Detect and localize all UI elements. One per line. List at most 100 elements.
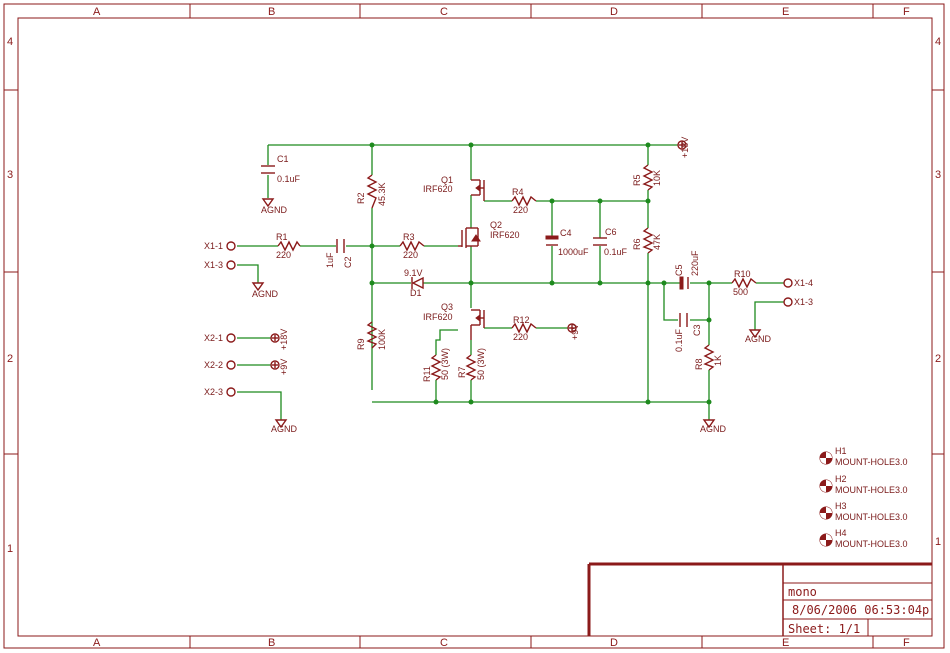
q1-value: IRF620 — [423, 184, 453, 194]
supply-9v-label: +9V — [570, 324, 580, 340]
r3-name: R3 — [403, 232, 415, 242]
r11-name: R11 — [422, 366, 432, 382]
c4-name: C4 — [560, 228, 572, 238]
junction-dot — [706, 280, 712, 286]
supply-9v-x2: +9V — [270, 359, 289, 375]
grid-row-2: 2 — [7, 353, 13, 365]
supply-18v-x2-label: +18V — [279, 329, 289, 350]
c5-name: C5 — [674, 264, 684, 276]
grid-row-4-right: 4 — [935, 36, 941, 48]
junction-dot — [645, 280, 651, 286]
q3-name: Q3 — [441, 302, 453, 312]
r7-value: 50 (3W) — [476, 348, 486, 380]
agnd-x1: AGND — [251, 282, 279, 299]
agnd-label: AGND — [252, 289, 279, 299]
agnd-label: AGND — [745, 334, 772, 344]
agnd-c1: AGND — [261, 198, 288, 215]
q1-name: Q1 — [441, 175, 453, 185]
resistor-r1: R1 220 — [276, 232, 301, 260]
junction-dot — [706, 317, 712, 323]
grid-col-b-bottom: B — [268, 637, 275, 649]
r9-value: 100K — [377, 329, 387, 350]
title-block: mono 8/06/2006 06:53:04p Sheet: 1/1 — [587, 562, 932, 636]
r9-name: R9 — [356, 338, 366, 350]
x1-1-label: X1-1 — [204, 241, 223, 251]
x1-4-label: X1-4 — [794, 278, 813, 288]
resistor-r5: R5 10K — [632, 164, 662, 191]
c3-value: 0.1uF — [674, 328, 684, 352]
x2-2-label: X2-2 — [204, 360, 223, 370]
h3-name: H3 — [835, 501, 847, 511]
junction-dot — [645, 399, 651, 405]
capacitor-c6: C6 0.1uF — [593, 227, 628, 257]
mount-hole-h3: H3 MOUNT-HOLE3.0 — [819, 501, 908, 522]
resistor-r10: R10 500 — [731, 269, 757, 297]
grid-col-e: E — [782, 6, 789, 18]
r1-value: 220 — [276, 250, 291, 260]
connector-x2-1: X2-1 — [204, 333, 236, 343]
r12-value: 220 — [513, 332, 528, 342]
junction-dot — [468, 142, 474, 148]
r6-name: R6 — [632, 238, 642, 250]
grid-col-f: F — [903, 6, 910, 18]
h2-name: H2 — [835, 474, 847, 484]
mosfet-q2: Q2 IRF620 — [458, 220, 520, 248]
mosfet-q3: Q3 IRF620 — [423, 302, 485, 340]
connector-x2-3: X2-3 — [204, 387, 236, 397]
junction-dot — [369, 243, 375, 249]
resistor-r11: R11 50 (3W) — [422, 348, 450, 382]
r10-value: 500 — [733, 287, 748, 297]
r10-name: R10 — [734, 269, 751, 279]
junction-dot — [706, 399, 712, 405]
grid-col-d: D — [610, 6, 618, 18]
resistor-r7: R7 50 (3W) — [457, 348, 486, 381]
q2-name: Q2 — [490, 220, 502, 230]
h1-name: H1 — [835, 446, 847, 456]
junction-dot — [645, 142, 651, 148]
grid-col-a: A — [93, 6, 101, 18]
grid-row-3-right: 3 — [935, 169, 941, 181]
q3-value: IRF620 — [423, 312, 453, 322]
r12-name: R12 — [513, 315, 530, 325]
mount-hole-h2: H2 MOUNT-HOLE3.0 — [819, 474, 908, 495]
connector-x1-3: X1-3 — [204, 260, 236, 270]
c4-value: 1000uF — [558, 247, 589, 257]
h2-value: MOUNT-HOLE3.0 — [835, 485, 908, 495]
grid-col-c-bottom: C — [440, 637, 448, 649]
grid-col-b: B — [268, 6, 275, 18]
agnd-output: AGND — [745, 329, 772, 344]
agnd-label: AGND — [261, 205, 288, 215]
grid-row-1: 1 — [7, 543, 13, 555]
c1-value: 0.1uF — [277, 174, 301, 184]
grid-col-c: C — [440, 6, 448, 18]
supply-9v-x2-label: +9V — [279, 359, 289, 375]
r8-name: R8 — [694, 358, 704, 370]
c3-name: C3 — [692, 324, 702, 336]
capacitor-c3: C3 0.1uF — [674, 313, 702, 352]
title-block-sheet: Sheet: 1/1 — [788, 622, 860, 636]
drawing-frame — [3, 3, 945, 649]
h1-value: MOUNT-HOLE3.0 — [835, 457, 908, 467]
r11-value: 50 (3W) — [440, 348, 450, 380]
r4-name: R4 — [512, 187, 524, 197]
grid-row-2-right: 2 — [935, 353, 941, 365]
resistor-r6: R6 47K — [632, 227, 662, 254]
agnd-label: AGND — [271, 424, 298, 434]
r2-value: 45.3K — [377, 182, 387, 206]
connector-x2-2: X2-2 — [204, 360, 236, 370]
r7-name: R7 — [457, 366, 467, 378]
c2-name: C2 — [343, 256, 353, 268]
supply-9v-r12: +9V — [567, 323, 580, 340]
grid-col-d-bottom: D — [610, 637, 618, 649]
grid-col-a-bottom: A — [93, 637, 101, 649]
grid-row-4: 4 — [7, 36, 13, 48]
c6-value: 0.1uF — [604, 247, 628, 257]
junction-dot — [369, 280, 375, 286]
supply-18v-x2: +18V — [270, 329, 289, 350]
r1-name: R1 — [276, 232, 288, 242]
d1-name: D1 — [410, 288, 422, 298]
mount-hole-h4: H4 MOUNT-HOLE3.0 — [819, 528, 908, 549]
r4-value: 220 — [513, 205, 528, 215]
wires — [237, 144, 788, 420]
